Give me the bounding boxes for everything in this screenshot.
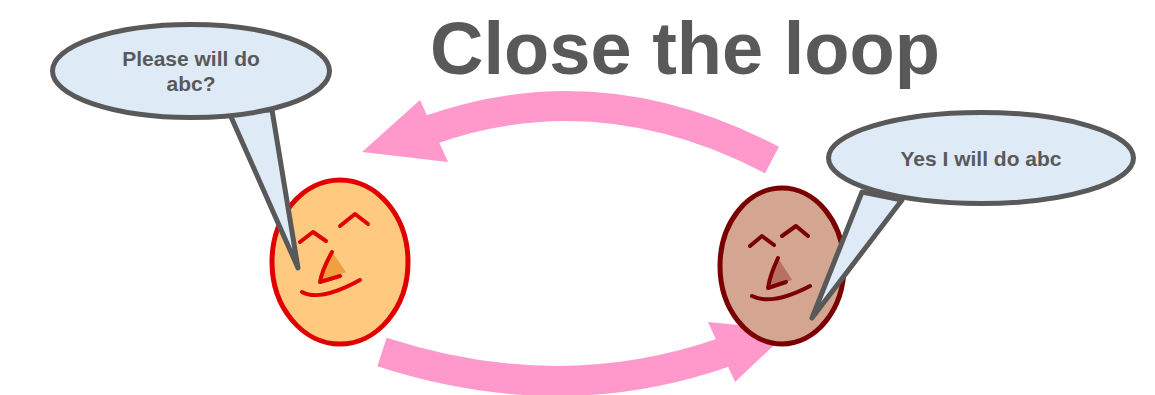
bubble-tail — [228, 110, 298, 268]
arrow-head — [362, 100, 448, 162]
speech-text: Yes I will do abc — [900, 146, 1061, 171]
bubble-text-area: Yes I will do abc — [826, 110, 1136, 206]
speech-bubble: Please will do abc? — [50, 22, 332, 120]
bubble-outline — [50, 22, 332, 120]
right-face — [720, 188, 844, 344]
loop-arrow — [382, 352, 725, 381]
loop-arrow — [430, 106, 772, 160]
bubble-tail — [812, 192, 902, 318]
left-face — [272, 180, 408, 344]
speech-bubble: Yes I will do abc — [826, 110, 1136, 206]
diagram-title: Close the loop — [300, 4, 1070, 94]
bubble-text-area: Please will do abc? — [50, 22, 332, 120]
speech-text: Please will do abc? — [100, 46, 282, 96]
